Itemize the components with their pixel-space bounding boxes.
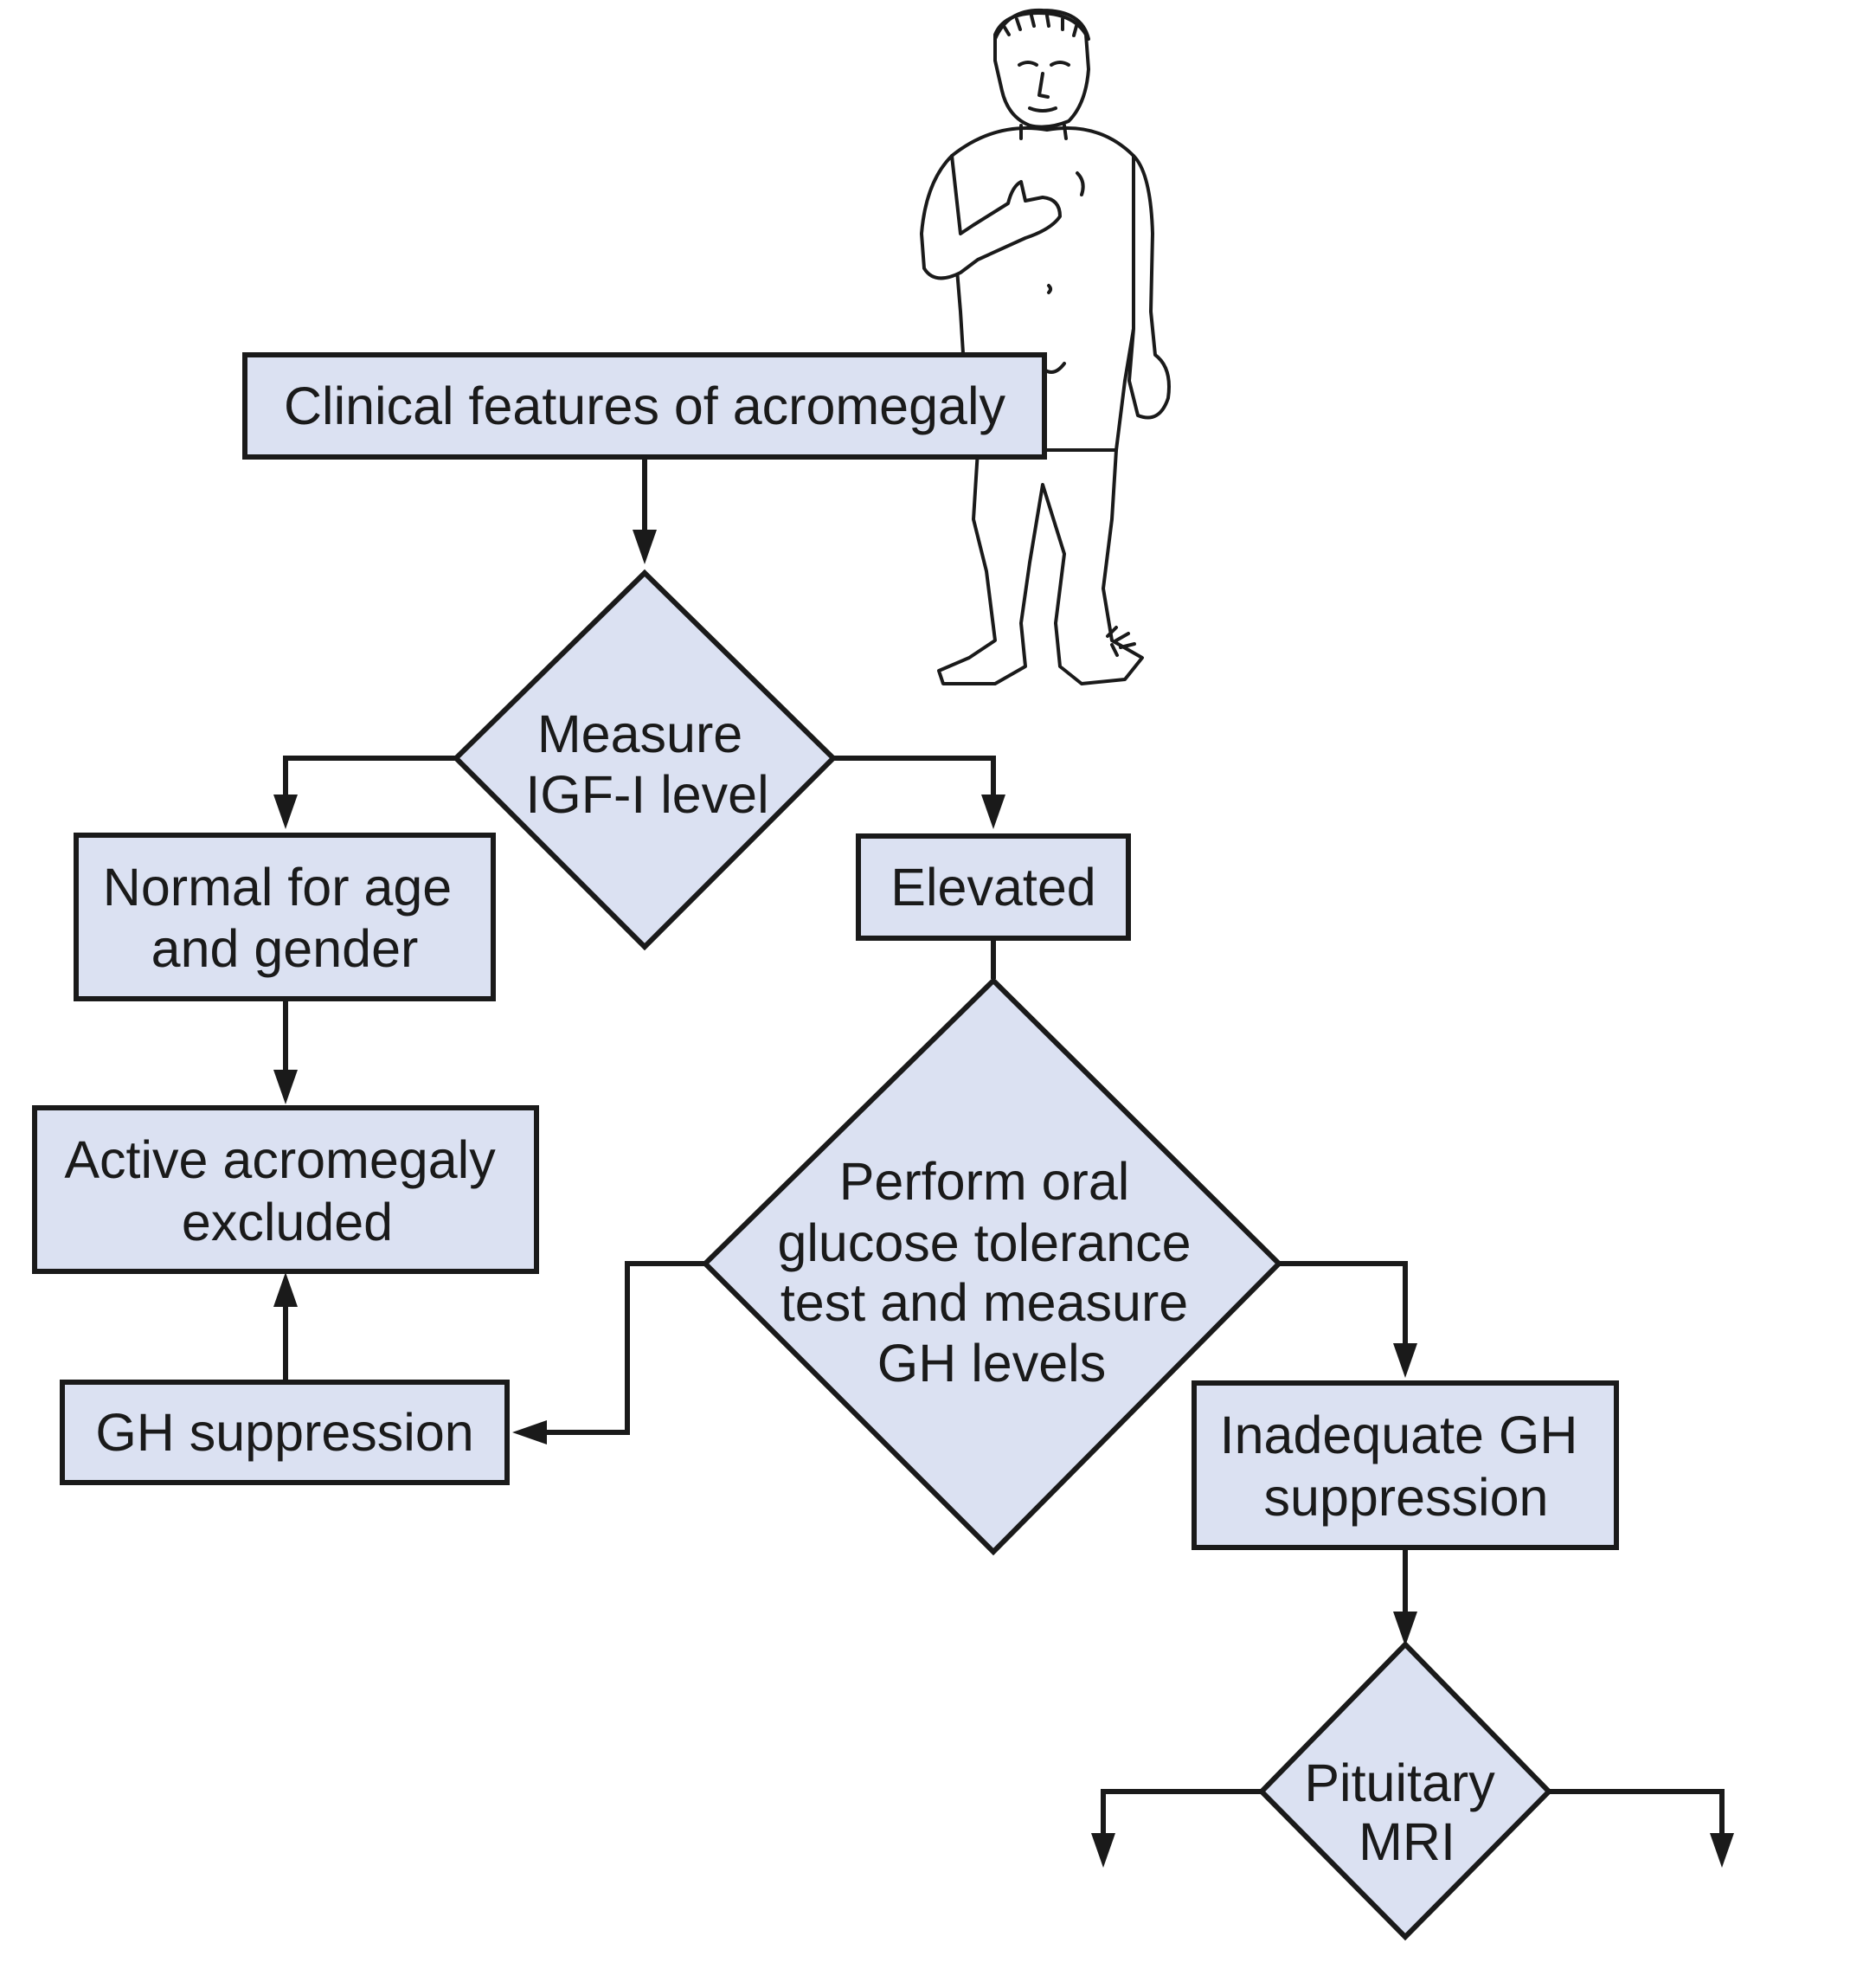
connector-ogtt-to-inadequate [1279,1261,1408,1359]
node-label-line: Perform oral [839,1152,1130,1211]
node-clinical-features: Clinical features of acromegaly [242,352,1047,460]
arrowhead [1393,1343,1417,1378]
node-elevated: Elevated [856,833,1131,941]
node-label-line: Clinical features of acromegaly [284,376,1006,435]
node-label-line: suppression [1264,1468,1549,1527]
node-label-line: Pituitary [1304,1753,1495,1812]
svg-text:Measure IGF-I level: Measure IGF-I level [525,686,768,824]
node-normal-for-age: Normal for age and gender [74,833,496,1001]
arrowhead [273,795,298,829]
node-active-acromegaly-excluded: Active acromegaly excluded [32,1105,539,1274]
arrowhead [1710,1833,1734,1868]
connector-measure-to-elevated [833,756,996,809]
node-inadequate-gh-suppression: Inadequate GH suppression [1192,1380,1619,1550]
svg-text:Active acromegaly exclud: Active acromegaly excluded [64,1112,510,1251]
svg-text:Inadequate GH suppressio: Inadequate GH suppression [1220,1387,1593,1527]
svg-text:Elevated: Elevated [890,858,1095,917]
arrowhead [1091,1833,1115,1868]
node-label-line: Measure [537,704,742,763]
node-label-line: Inadequate GH [1220,1406,1578,1464]
node-label-line: excluded [182,1193,393,1251]
node-label-line: MRI [1359,1812,1455,1871]
arrowhead [633,530,657,564]
node-label-line: glucose tolerance [777,1213,1191,1272]
svg-text:Perform oral glucose tol: Perform oral glucose tolerance test and … [777,1134,1205,1393]
node-label-line: GH suppression [95,1403,473,1462]
svg-text:Normal for age and gende: Normal for age and gender [103,840,466,978]
flowchart-connectors [273,457,1734,1868]
svg-text:Pituitary MRI: Pituitary MRI [1304,1735,1509,1871]
connector-mri-left-branch [1101,1789,1262,1848]
node-label-line: and gender [151,919,419,978]
node-label-line: Normal for age [103,858,452,917]
connector-ogtt-to-gh-suppression [530,1261,705,1435]
connector-mri-right-branch [1549,1789,1725,1848]
svg-text:GH suppression: GH suppression [95,1403,473,1462]
arrowhead [512,1420,547,1444]
svg-text:Clinical features of acromegal: Clinical features of acromegaly [284,376,1006,435]
node-label-line: GH levels [877,1334,1106,1393]
decision-pituitary-mri: Pituitary MRI [1257,1640,1553,1941]
arrowhead [1393,1612,1417,1646]
node-label-line: Elevated [890,858,1095,917]
acromegaly-patient-figure-icon [920,8,1171,685]
decision-measure-igf: Measure IGF-I level [452,569,838,951]
arrowhead [981,795,1005,829]
node-gh-suppression: GH suppression [60,1380,510,1485]
node-label-line: test and measure [780,1273,1188,1332]
arrowhead [273,1272,298,1307]
connector-measure-to-normal [283,756,456,809]
arrowhead [273,1070,298,1104]
node-label-line: IGF-I level [525,765,768,824]
decision-perform-ogtt: Perform oral glucose tolerance test and … [701,976,1283,1556]
node-label-line: Active acromegaly [64,1130,496,1189]
